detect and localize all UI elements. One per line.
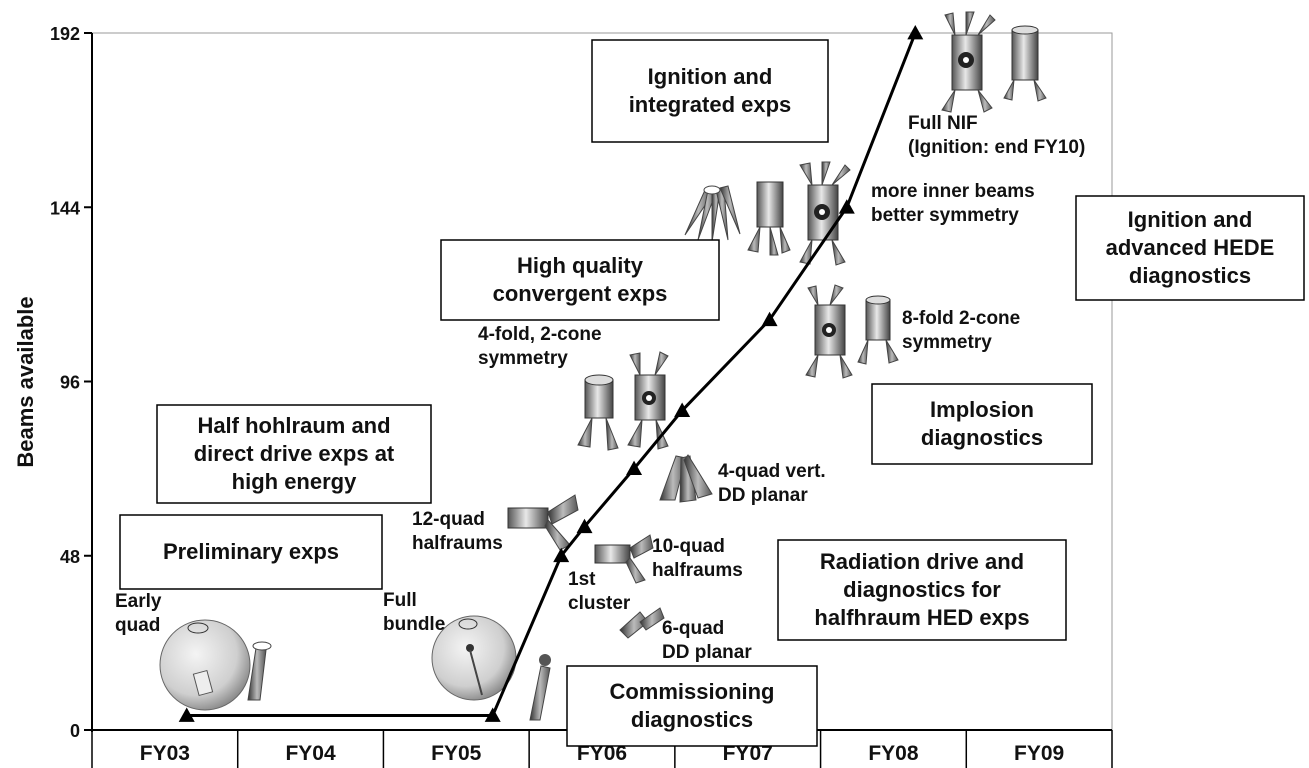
callout-text: diagnostics xyxy=(1129,263,1251,288)
annotation-text: 10-quad xyxy=(652,536,725,557)
x-category-label: FY06 xyxy=(577,742,627,765)
annotation-text: Early xyxy=(115,591,162,612)
six-quad-planar-icon xyxy=(619,607,665,639)
callout-text: diagnostics xyxy=(921,425,1043,450)
eight-fold-target-icon xyxy=(805,284,899,379)
annotation-text: Full xyxy=(383,590,417,611)
annotation-text: DD planar xyxy=(662,642,752,663)
callout-text: Commissioning xyxy=(609,679,774,704)
callout-text: direct drive exps at xyxy=(194,441,395,466)
callout-box xyxy=(871,383,1093,465)
annotation-text: 4-quad vert. xyxy=(718,461,826,482)
four-fold-target-icon xyxy=(577,351,669,451)
annotation-text: 8-fold 2-cone xyxy=(902,308,1020,329)
y-tick-label: 96 xyxy=(60,373,80,393)
annotation-text: 4-fold, 2-cone xyxy=(478,324,602,345)
more-inner-beams-target-icon xyxy=(684,161,851,266)
data-point-marker xyxy=(484,707,501,722)
annotation-text: quad xyxy=(115,615,160,636)
annotations: Early quad Full bundle 12-quad halfraums 1st cl… xyxy=(115,113,1085,663)
y-tick-label: 48 xyxy=(60,547,80,567)
y-axis-label: Beams available xyxy=(13,296,38,467)
callout-box xyxy=(156,404,432,504)
callout-text: Radiation drive and xyxy=(820,549,1024,574)
data-point-marker xyxy=(674,402,691,417)
data-point-marker xyxy=(626,460,643,476)
callout-text: Ignition and xyxy=(648,64,773,89)
annotation-text: symmetry xyxy=(902,332,992,353)
callout-text: Ignition and xyxy=(1128,207,1253,232)
twelve-quad-halfraum-icon xyxy=(507,494,579,551)
annotation-text: symmetry xyxy=(478,348,568,369)
data-point-marker xyxy=(761,311,778,327)
beams-series xyxy=(178,25,924,722)
annotation-text: better symmetry xyxy=(871,205,1019,226)
annotation-text: 12-quad xyxy=(412,509,485,530)
callout-box xyxy=(119,514,383,590)
ten-quad-halfraum-icon xyxy=(594,534,654,584)
full-nif-target-icon xyxy=(941,11,1047,113)
callout-text: integrated exps xyxy=(629,92,792,117)
data-point-marker xyxy=(838,199,855,214)
annotation-text: halfraums xyxy=(652,560,743,581)
x-category-label: FY04 xyxy=(285,742,336,765)
callout-text: high energy xyxy=(232,469,357,494)
full-bundle-sphere-icon xyxy=(431,615,551,721)
annotation-text: 1st xyxy=(568,569,596,590)
annotation-text: halfraums xyxy=(412,533,503,554)
data-point-marker xyxy=(178,707,195,722)
annotation-text: Full NIF xyxy=(908,113,978,134)
annotation-text: 6-quad xyxy=(662,618,724,639)
callout-text: diagnostics for xyxy=(843,577,1001,602)
data-point-marker xyxy=(576,518,593,534)
callout-text: High quality xyxy=(517,253,644,278)
x-category-label: FY03 xyxy=(140,742,190,765)
early-quad-sphere-icon xyxy=(159,619,272,711)
annotation-text: bundle xyxy=(383,614,445,635)
x-category-label: FY07 xyxy=(723,742,773,765)
x-category-label: FY05 xyxy=(431,742,482,765)
callout-box xyxy=(566,665,818,747)
callout-text: Preliminary exps xyxy=(163,539,339,564)
callout-box xyxy=(440,239,720,321)
x-category-label: FY09 xyxy=(1014,742,1064,765)
annotation-text: more inner beams xyxy=(871,181,1035,202)
callout-boxes: Preliminary exps Half hohlraum and direct … xyxy=(119,39,1305,747)
y-tick-label: 144 xyxy=(50,198,80,218)
callout-box xyxy=(777,539,1067,641)
callout-text: convergent exps xyxy=(493,281,668,306)
annotation-text: cluster xyxy=(568,593,631,614)
annotation-text: DD planar xyxy=(718,485,808,506)
y-tick-label: 192 xyxy=(50,24,80,44)
data-point-marker xyxy=(907,25,924,40)
callout-text: halfhraum HED exps xyxy=(814,605,1029,630)
callout-box xyxy=(591,39,829,143)
callout-text: diagnostics xyxy=(631,707,753,732)
data-point-marker xyxy=(553,547,570,563)
x-category-label: FY08 xyxy=(868,742,919,765)
y-ticks: 0 48 96 144 192 xyxy=(50,24,92,741)
callout-box xyxy=(1075,195,1305,301)
y-tick-label: 0 xyxy=(70,721,80,741)
four-quad-vertical-planar-icon xyxy=(659,454,713,503)
callout-text: Implosion xyxy=(930,397,1034,422)
callout-text: Half hohlraum and xyxy=(197,413,390,438)
callout-text: advanced HEDE xyxy=(1106,235,1275,260)
annotation-text: (Ignition: end FY10) xyxy=(908,137,1085,158)
